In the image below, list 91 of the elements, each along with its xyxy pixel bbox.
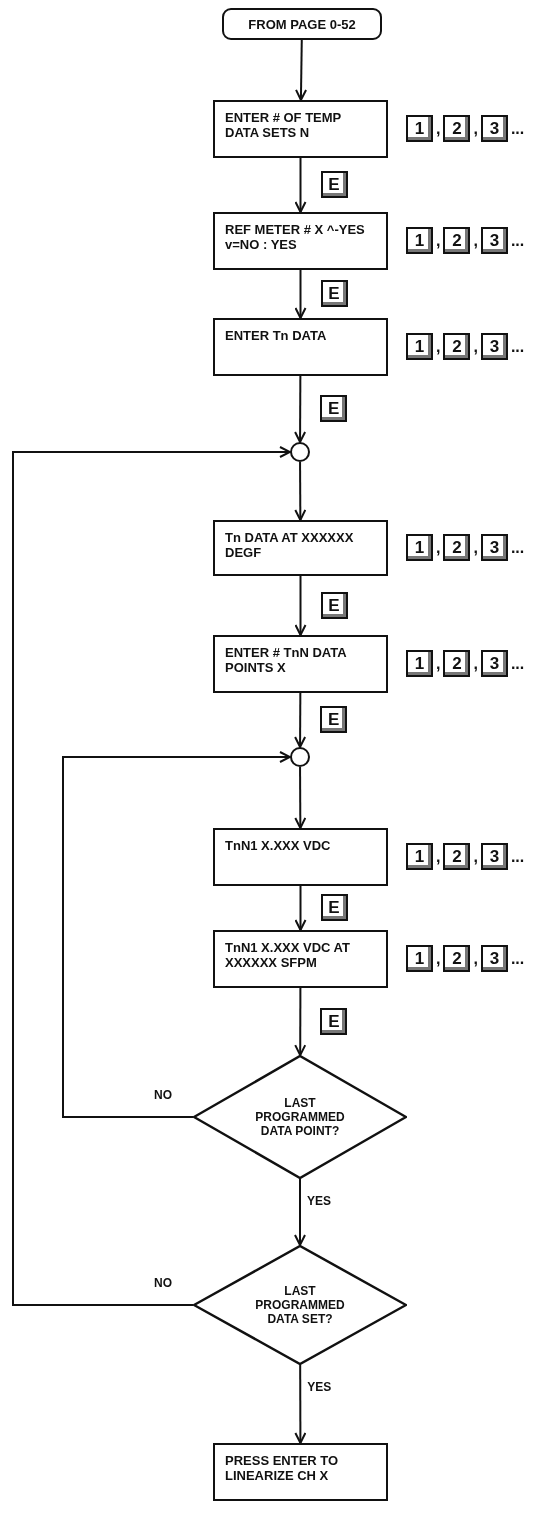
key-label: E <box>320 591 348 619</box>
flow-arrow <box>294 461 307 521</box>
key-label: 3 <box>480 650 508 677</box>
key-label: 1 <box>406 227 433 254</box>
terminal-box <box>222 8 382 40</box>
edge-label: NO <box>153 1276 173 1290</box>
process-box <box>213 1443 388 1501</box>
key-label: 3 <box>480 843 508 870</box>
key-label: E <box>320 280 348 307</box>
key-label: 1 <box>406 945 433 972</box>
separator-text: , <box>436 654 441 673</box>
edge-label: YES <box>306 1379 333 1394</box>
key-label: 2 <box>443 945 471 972</box>
process-box <box>213 520 388 576</box>
flow-arrow <box>294 157 307 213</box>
node-text: TnN1 X.XXX VDC AT XXXXXX SFPM <box>225 940 351 970</box>
separator-text: ... <box>510 654 525 673</box>
flow-arrow <box>294 987 307 1057</box>
flow-arrow <box>295 39 308 101</box>
connector-circle <box>290 747 310 767</box>
process-box <box>213 212 388 270</box>
key-label: E <box>320 1007 348 1035</box>
key-label: 1 <box>406 115 433 142</box>
separator-text: , <box>436 538 441 557</box>
flow-arrow <box>294 1363 307 1444</box>
key-label: E <box>320 171 348 198</box>
key-label: 3 <box>480 333 508 360</box>
flow-arrow <box>62 751 291 1118</box>
key-label: 3 <box>480 227 508 254</box>
separator-text: , <box>436 337 441 356</box>
flow-arrow <box>294 269 307 319</box>
separator-text: , <box>473 337 478 356</box>
key-label: 1 <box>406 333 433 360</box>
flow-arrow <box>294 375 307 443</box>
key-label: 2 <box>443 843 471 870</box>
key-label: 1 <box>406 534 433 561</box>
key-label: 2 <box>443 115 471 142</box>
key-label: 3 <box>480 945 508 972</box>
separator-text: , <box>436 949 441 968</box>
key-label: 1 <box>406 650 433 677</box>
separator-text: , <box>436 119 441 138</box>
separator-text: , <box>473 654 478 673</box>
separator-text: ... <box>510 119 525 138</box>
flow-arrow <box>294 1178 306 1246</box>
node-text: PRESS ENTER TO LINEARIZE CH X <box>225 1453 340 1483</box>
separator-text: , <box>473 538 478 557</box>
decision-diamond <box>193 1245 407 1365</box>
process-box <box>213 930 388 988</box>
separator-text: , <box>473 949 478 968</box>
key-label: 1 <box>406 843 433 870</box>
node-text: ENTER Tn DATA <box>225 328 328 343</box>
separator-text: ... <box>510 337 525 356</box>
key-label: E <box>320 894 348 921</box>
node-text: LAST PROGRAMMED DATA POINT? <box>255 1096 345 1138</box>
key-label: 2 <box>443 534 471 561</box>
separator-text: , <box>436 231 441 250</box>
decision-diamond <box>193 1055 407 1179</box>
node-text: ENTER # OF TEMP DATA SETS N <box>225 110 343 140</box>
process-box <box>213 100 388 158</box>
node-text: Tn DATA AT XXXXXX DEGF <box>225 530 355 560</box>
separator-text: , <box>473 119 478 138</box>
key-label: E <box>320 706 348 733</box>
edge-label: YES <box>306 1194 332 1208</box>
key-label: E <box>320 395 348 422</box>
flow-arrow <box>294 575 307 636</box>
edge-label: NO <box>153 1088 173 1102</box>
key-label: 3 <box>480 534 508 561</box>
flow-arrow <box>12 446 291 1306</box>
flow-arrow <box>294 692 307 748</box>
process-box <box>213 828 388 886</box>
process-box <box>213 635 388 693</box>
separator-text: , <box>473 847 478 866</box>
key-label: 2 <box>443 650 471 677</box>
key-label: 2 <box>443 333 471 360</box>
flow-arrow <box>294 766 307 829</box>
node-text: TnN1 X.XXX VDC <box>225 838 332 853</box>
separator-text: ... <box>510 949 525 968</box>
separator-text: , <box>473 231 478 250</box>
node-text: LAST PROGRAMMED DATA SET? <box>255 1284 345 1326</box>
node-text: FROM PAGE 0-52 <box>248 16 356 32</box>
node-text: ENTER # TnN DATA POINTS X <box>225 645 348 675</box>
key-label: 3 <box>480 115 508 142</box>
node-text: REF METER # X ^-YES v=NO : YES <box>225 222 366 252</box>
separator-text: , <box>436 847 441 866</box>
process-box <box>213 318 388 376</box>
key-label: 2 <box>443 227 471 254</box>
flow-arrow <box>294 885 307 931</box>
separator-text: ... <box>510 847 525 866</box>
separator-text: ... <box>510 231 525 250</box>
separator-text: ... <box>510 538 525 557</box>
connector-circle <box>290 442 310 462</box>
